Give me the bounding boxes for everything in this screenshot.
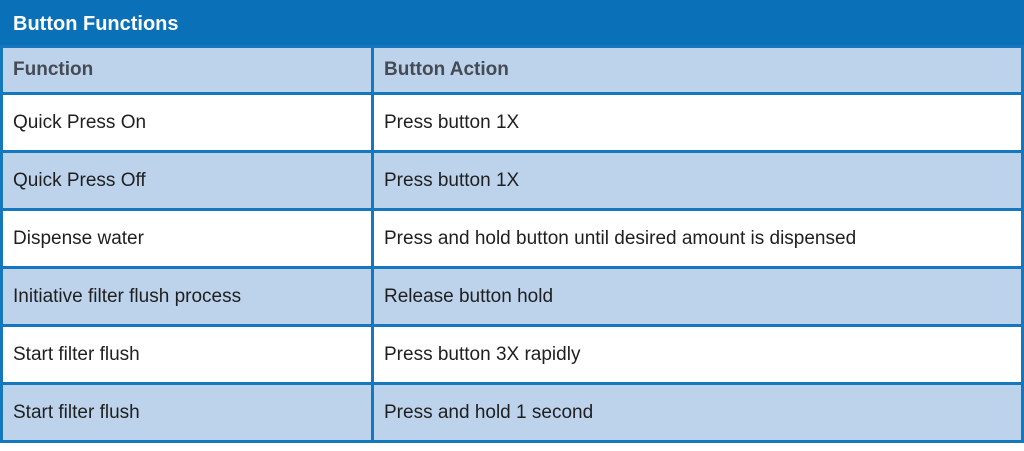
table-row: Initiative filter flush process Release …: [0, 266, 1024, 327]
action-cell: Press button 1X: [371, 92, 1024, 153]
function-cell: Quick Press On: [0, 92, 374, 153]
function-cell: Initiative filter flush process: [0, 266, 374, 327]
function-cell: Start filter flush: [0, 324, 374, 385]
table-row: Dispense water Press and hold button unt…: [0, 208, 1024, 269]
column-header-function: Function: [0, 45, 374, 95]
column-header-button-action: Button Action: [371, 45, 1024, 95]
function-cell: Dispense water: [0, 208, 374, 269]
table-row: Quick Press Off Press button 1X: [0, 150, 1024, 211]
action-cell: Press and hold button until desired amou…: [371, 208, 1024, 269]
action-cell: Press button 1X: [371, 150, 1024, 211]
table-row: Start filter flush Press button 3X rapid…: [0, 324, 1024, 385]
table-title: Button Functions: [0, 0, 1024, 48]
function-cell: Quick Press Off: [0, 150, 374, 211]
function-cell: Start filter flush: [0, 382, 374, 443]
action-cell: Press and hold 1 second: [371, 382, 1024, 443]
table-title-row: Button Functions: [0, 0, 1024, 48]
table-row: Quick Press On Press button 1X: [0, 92, 1024, 153]
column-header-row: Function Button Action: [0, 45, 1024, 95]
action-cell: Release button hold: [371, 266, 1024, 327]
action-cell: Press button 3X rapidly: [371, 324, 1024, 385]
table-row: Start filter flush Press and hold 1 seco…: [0, 382, 1024, 443]
